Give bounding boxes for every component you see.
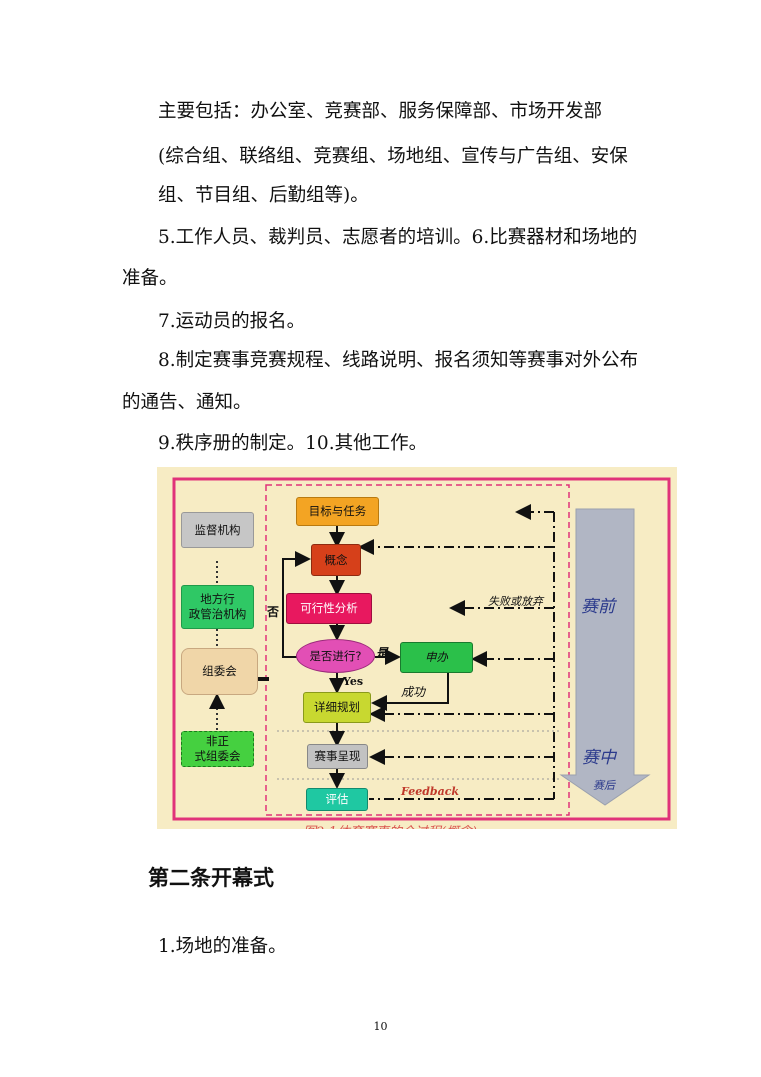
paragraph-line: 8.制定赛事竞赛规程、线路说明、报名须知等赛事对外公布 <box>158 350 639 371</box>
arrow-no-loop <box>282 551 311 658</box>
gov-label-line1: 地方行 <box>200 592 235 606</box>
paragraph-line: 主要包括：办公室、竞赛部、服务保障部、市场开发部 <box>158 101 603 122</box>
evaluate-label: 评估 <box>325 792 349 806</box>
goal-label: 目标与任务 <box>308 504 367 518</box>
supervise-box: 监督机构 <box>181 512 254 548</box>
paragraph-line: 9.秩序册的制定。10.其他工作。 <box>158 433 428 454</box>
plan-box: 详细规划 <box>303 692 371 723</box>
present-label: 赛事呈现 <box>314 749 361 763</box>
evaluate-box: 评估 <box>306 788 368 811</box>
page-number: 10 <box>373 1020 388 1033</box>
post-event-label: 赛后 <box>593 779 615 792</box>
no-label: 否 <box>267 605 280 619</box>
supervise-label: 监督机构 <box>194 522 241 537</box>
paragraph-line: 7.运动员的报名。 <box>158 311 306 332</box>
bid-box: 申办 <box>400 642 473 673</box>
outer-frame <box>172 477 671 821</box>
plan-label: 详细规划 <box>314 700 360 714</box>
section-heading: 第二条开幕式 <box>148 866 274 890</box>
informal-label-line1: 非正 <box>206 734 229 748</box>
pre-event-label: 赛前 <box>581 597 615 617</box>
paragraph-line: 的通告、通知。 <box>122 392 252 413</box>
paragraph-line: 准备。 <box>122 268 178 289</box>
present-box: 赛事呈现 <box>307 744 368 769</box>
decision-label: 是否进行? <box>309 648 362 663</box>
bid-label: 申办 <box>425 650 448 664</box>
informal-label-line2: 式组委会 <box>194 749 241 763</box>
committee-box: 组委会 <box>181 648 258 695</box>
committee-label: 组委会 <box>202 664 237 678</box>
figure-caption: 图2-1体育赛事的全过程(概念) <box>303 821 477 829</box>
arrow-bid-plan <box>371 673 449 711</box>
concept-box: 概念 <box>311 544 361 576</box>
success-label: 成功 <box>401 685 426 699</box>
feedback-label: Feedback <box>401 785 460 798</box>
yes-en-label: Yes <box>343 675 364 688</box>
paragraph-line: 组、节目组、后勤组等)。 <box>158 185 369 206</box>
concept-label: 概念 <box>324 552 348 567</box>
yes-cn-label: 是 <box>376 646 389 660</box>
feasibility-label: 可行性分析 <box>300 601 358 615</box>
informal-committee-box: 非正 式组委会 <box>181 731 254 767</box>
paragraph-line: 5.工作人员、裁判员、志愿者的培训。6.比赛器材和场地的 <box>158 227 638 248</box>
during-event-label: 赛中 <box>582 748 616 768</box>
diagram-connectors <box>172 477 671 821</box>
goal-box: 目标与任务 <box>296 497 379 526</box>
gov-label-line2: 政管治机构 <box>188 607 247 621</box>
fail-label: 失败或放弃 <box>488 595 543 608</box>
inner-dashed-frame <box>265 484 570 816</box>
gov-box: 地方行 政管治机构 <box>181 585 254 629</box>
timeline-arrow <box>559 508 651 806</box>
decision-ellipse: 是否进行? <box>296 639 375 673</box>
feasibility-box: 可行性分析 <box>286 593 372 624</box>
event-process-diagram: 监督机构 地方行 政管治机构 组委会 非正 式组委会 目标与任务 概念 可行性分… <box>157 467 677 829</box>
list-item: 1.场地的准备。 <box>158 936 287 957</box>
paragraph-line: (综合组、联络组、竞赛组、场地组、宣传与广告组、安保 <box>158 146 628 167</box>
